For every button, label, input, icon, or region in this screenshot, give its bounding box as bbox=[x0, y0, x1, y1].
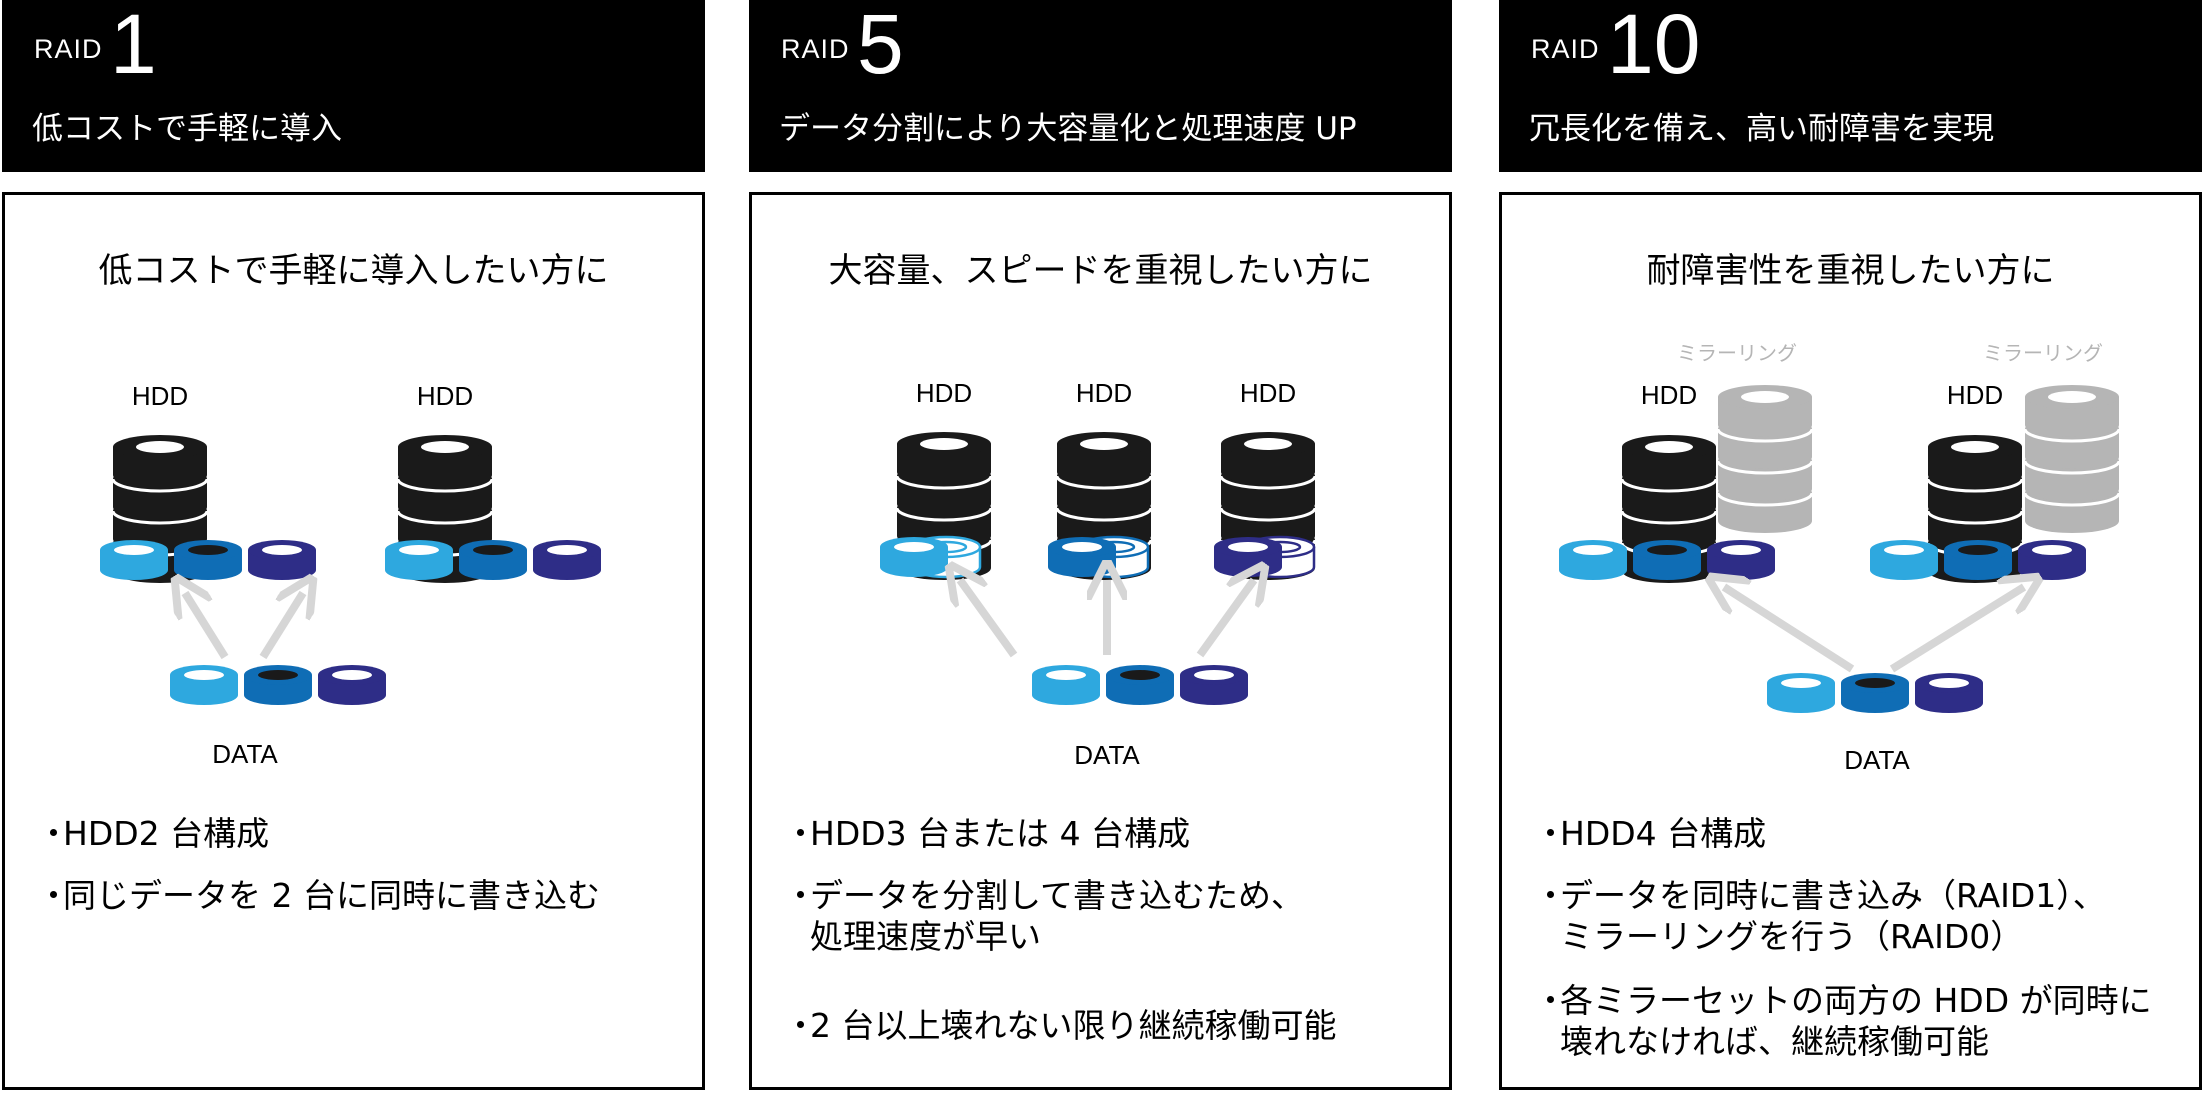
arrow-icon bbox=[1889, 587, 2024, 673]
raid-word: RAID bbox=[34, 34, 103, 64]
split-data-icon bbox=[880, 535, 982, 579]
arrow-icon bbox=[1724, 587, 1855, 673]
data-block-row-icon bbox=[1559, 540, 1775, 580]
bullet-item: ・各ミラーセットの両方の HDD が同時に壊れなければ、継続稼働可能 bbox=[1534, 981, 2152, 1062]
bullet-item: ・HDD3 台または 4 台構成 bbox=[784, 814, 1191, 853]
raid-subtitle: データ分割により大容量化と処理速度 UP bbox=[779, 111, 1357, 147]
bullet-item: ・HDD2 台構成 bbox=[37, 814, 270, 853]
raid-number: 10 bbox=[1607, 0, 1701, 91]
split-data-icon bbox=[1214, 535, 1316, 579]
bullet-item: ・データを同時に書き込み（RAID1）、ミラーリングを行う（RAID0） bbox=[1534, 876, 2106, 957]
bullet-item: ・HDD4 台構成 bbox=[1534, 814, 1767, 853]
hdd-stack-icon bbox=[1926, 435, 2024, 583]
raid10-panel: ミラーリング ミラーリング HDD HDD DATA 耐障害性を重視したい方に … bbox=[1499, 192, 2202, 1090]
raid5-column: RAID 5 データ分割により大容量化と処理速度 UP HDD HDD HDD … bbox=[747, 0, 1452, 1093]
hdd-label-3: HDD bbox=[1240, 378, 1296, 408]
mirror-hdd-stack-icon bbox=[1716, 385, 1814, 533]
raid10-diagram: ミラーリング ミラーリング HDD HDD DATA bbox=[1559, 341, 2121, 775]
data-block-row-icon bbox=[100, 540, 316, 580]
hdd-label-2: HDD bbox=[1076, 378, 1132, 408]
raid-word: RAID bbox=[1531, 34, 1600, 64]
hdd-label-2: HDD bbox=[417, 381, 473, 411]
hdd-label-1: HDD bbox=[916, 378, 972, 408]
data-label: DATA bbox=[1074, 740, 1140, 770]
arrow-icon bbox=[259, 593, 303, 660]
raid5-panel: HDD HDD HDD DATA 大容量、スピードを重視したい方に ・HDD3 … bbox=[749, 192, 1452, 1090]
arrow-icon bbox=[960, 580, 1018, 658]
bullet-item: ・2 台以上壊れない限り継続稼働可能 bbox=[784, 1006, 1337, 1045]
raid10-header: RAID 10 冗長化を備え、高い耐障害を実現 bbox=[1499, 0, 2202, 172]
mirror-label-1: ミラーリング bbox=[1677, 341, 1797, 365]
hdd-label-1: HDD bbox=[1641, 380, 1697, 410]
data-label: DATA bbox=[1844, 745, 1910, 775]
raid5-header: RAID 5 データ分割により大容量化と処理速度 UP bbox=[749, 0, 1452, 172]
data-block-row-icon bbox=[170, 665, 386, 705]
hdd-label-1: HDD bbox=[132, 381, 188, 411]
arrow-icon bbox=[185, 593, 229, 660]
bullet-item: ・データを分割して書き込むため、処理速度が早い bbox=[784, 876, 1305, 957]
data-block-row-icon bbox=[1870, 540, 2086, 580]
raid-number: 5 bbox=[857, 0, 904, 91]
mirror-hdd-stack-icon bbox=[2023, 385, 2121, 533]
panel-title: 大容量、スピードを重視したい方に bbox=[828, 251, 1373, 291]
raid-word: RAID bbox=[781, 34, 850, 64]
data-block-row-icon bbox=[1032, 665, 1248, 705]
data-label: DATA bbox=[212, 739, 278, 769]
raid1-panel: HDD HDD DATA 低コストで手軽に導入したい方に ・HDD2 台構成 ・… bbox=[2, 192, 705, 1090]
raid1-header: RAID 1 低コストで手軽に導入 bbox=[2, 0, 705, 172]
data-block-row-icon bbox=[385, 540, 601, 580]
split-data-icon bbox=[1048, 535, 1150, 579]
raid-subtitle: 低コストで手軽に導入 bbox=[32, 111, 342, 147]
panel-title: 耐障害性を重視したい方に bbox=[1646, 251, 2055, 291]
raid-subtitle: 冗長化を備え、高い耐障害を実現 bbox=[1529, 111, 1994, 147]
arrow-icon bbox=[1196, 580, 1254, 658]
bullet-item: ・同じデータを 2 台に同時に書き込む bbox=[37, 876, 600, 915]
panel-title: 低コストで手軽に導入したい方に bbox=[98, 251, 609, 291]
raid10-column: RAID 10 冗長化を備え、高い耐障害を実現 ミラーリング ミラーリング HD… bbox=[1497, 0, 2202, 1093]
raid-number: 1 bbox=[110, 0, 157, 91]
raid5-diagram: HDD HDD HDD DATA bbox=[880, 378, 1317, 770]
raid1-column: RAID 1 低コストで手軽に導入 HDD HDD DATA 低コストで手軽に導… bbox=[0, 0, 705, 1093]
mirror-label-2: ミラーリング bbox=[1983, 341, 2103, 365]
data-block-row-icon bbox=[1767, 673, 1983, 713]
hdd-label-2: HDD bbox=[1947, 380, 2003, 410]
raid1-diagram: HDD HDD DATA bbox=[100, 381, 601, 769]
